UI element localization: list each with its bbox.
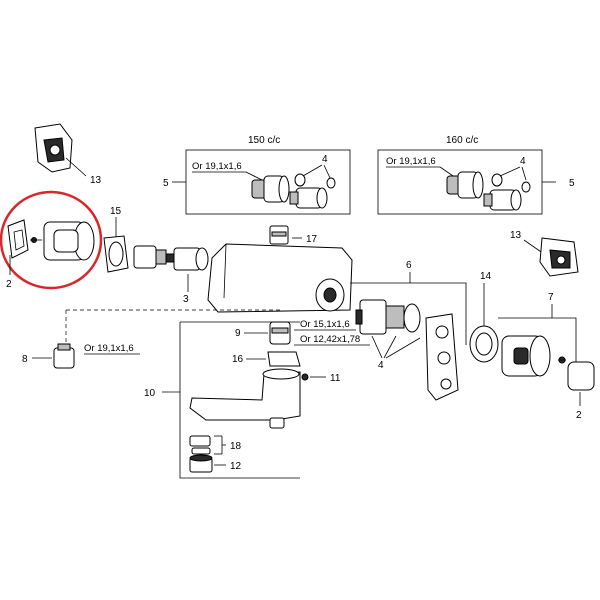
washer-150-a — [294, 173, 306, 187]
oring-12-42: Or 12,42x1,78 — [300, 334, 360, 345]
kit-150cc: 150 c/c 5 Or 19,1x1,6 4 160 c/c 5 Or 19,… — [163, 135, 575, 215]
callout-15: 15 — [110, 206, 122, 217]
cover-plate-2-left — [7, 219, 29, 259]
wall-bracket-13-left: 13 — [34, 123, 102, 186]
aerator-insert-18 — [189, 435, 211, 447]
oring-19-1-top-right: Or 19,1x1,6 — [386, 156, 436, 167]
oring-15-1: Or 15,1x1,6 — [300, 319, 350, 330]
highlight-circle — [0, 190, 103, 290]
callout-13-right: 13 — [510, 230, 522, 241]
nipple-17: 17 — [269, 225, 318, 245]
spout — [189, 371, 301, 421]
callout-16: 16 — [232, 354, 244, 365]
callout-14: 14 — [480, 271, 492, 282]
callout-18: 18 — [230, 441, 242, 452]
oring-19-1-top-left: Or 19,1x1,6 — [192, 161, 242, 172]
nipple-150-a — [251, 175, 290, 203]
callout-13-left: 13 — [90, 175, 102, 186]
callout-17: 17 — [306, 234, 318, 245]
callout-8: 8 — [22, 354, 28, 365]
kit-6: 6 4 — [350, 260, 467, 401]
handle-7: 7 — [498, 292, 577, 377]
washer-160-a — [491, 173, 503, 187]
callout-5-left: 5 — [163, 178, 169, 189]
callout-3: 3 — [183, 294, 189, 305]
nipple-8: 8 Or 19,1x1,6 — [22, 343, 140, 369]
screw-11 — [301, 373, 309, 381]
callout-2-left: 2 — [6, 279, 12, 290]
clip-16 — [267, 351, 301, 367]
callout-4-150: 4 — [322, 154, 328, 165]
washer-160-b — [521, 181, 531, 193]
washer-150-b — [326, 177, 336, 189]
ring-15: 15 — [103, 206, 129, 273]
nipple-160-a — [446, 171, 484, 199]
cover-plate-2-right: 2 — [567, 361, 595, 421]
callout-9: 9 — [235, 328, 241, 339]
callout-7: 7 — [548, 292, 554, 303]
callout-2-right: 2 — [576, 410, 582, 421]
callout-4-160: 4 — [520, 156, 526, 167]
label-160cc: 160 c/c — [446, 135, 478, 146]
callout-6: 6 — [406, 260, 412, 271]
spout-assembly-10: 10 9 Or 15,1x1,6 Or 12,42x1,78 16 11 18 — [144, 319, 370, 479]
wall-bracket-13-right: 13 — [510, 230, 579, 277]
dashed-link — [65, 309, 282, 342]
callout-12: 12 — [230, 461, 242, 472]
nipple-160-b — [483, 189, 522, 211]
callout-4-cartridge: 4 — [378, 360, 384, 371]
mixer-body — [207, 243, 353, 313]
callout-11: 11 — [330, 373, 341, 384]
label-150cc: 150 c/c — [248, 135, 280, 146]
highlighted-handle-assembly: 2 — [0, 190, 103, 290]
oring-19-1-left: Or 19,1x1,6 — [84, 343, 134, 354]
ring-14: 14 — [469, 271, 499, 363]
callout-10: 10 — [144, 388, 156, 399]
nipple-150-b — [289, 187, 328, 209]
cartridge-3: 3 — [133, 245, 209, 305]
callout-5-right: 5 — [569, 178, 575, 189]
